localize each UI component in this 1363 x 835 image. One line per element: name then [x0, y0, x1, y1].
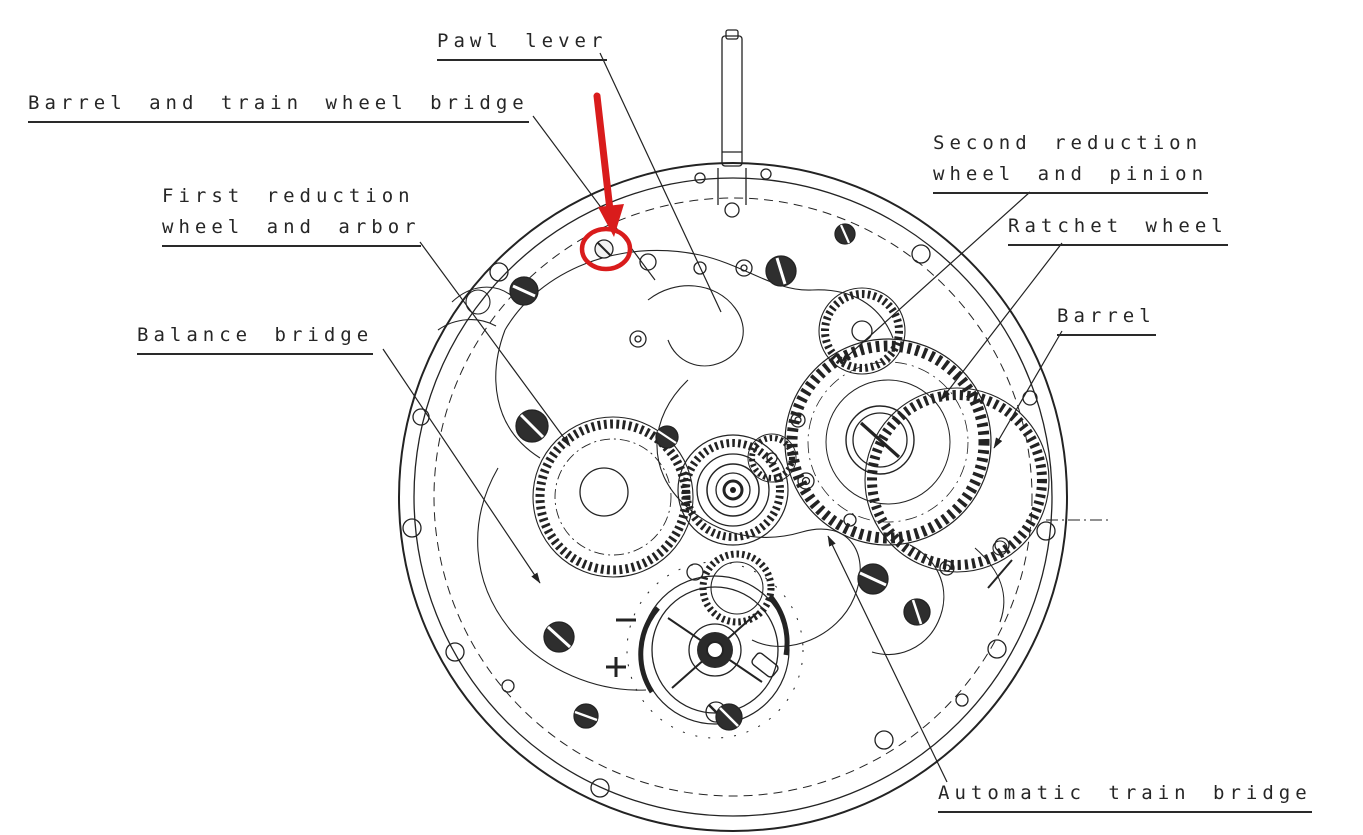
- screw: [573, 703, 599, 729]
- leader-pawl-lever: [599, 52, 722, 313]
- label-text: Automatic train bridge: [938, 778, 1312, 813]
- screw: [857, 563, 889, 595]
- label-text: Balance bridge: [137, 320, 374, 355]
- keyless-works: [437, 286, 513, 331]
- screws: [509, 223, 931, 731]
- leader-barrel-train-bridge: [532, 115, 656, 281]
- leader-ratchet-wheel: [940, 242, 1063, 401]
- screw: [765, 255, 797, 287]
- label-text: Second reduction: [933, 132, 1203, 154]
- label-text: wheel and pinion: [933, 159, 1209, 194]
- case-outline: [398, 162, 1068, 832]
- red-highlight-circle: [579, 226, 633, 272]
- red-arrow-head: [598, 204, 624, 237]
- leader-lines: [382, 52, 1063, 783]
- screw: [509, 276, 539, 306]
- leader-second-reduction: [840, 191, 1031, 363]
- label-pawl-lever: Pawl lever: [437, 26, 608, 61]
- leader-first-reduction: [419, 241, 571, 447]
- screw: [903, 598, 931, 626]
- barrel-gear: [864, 387, 1050, 573]
- second-reduction-wheel: [818, 287, 906, 375]
- label-balance-bridge: Balance bridge: [137, 320, 374, 355]
- label-second-reduction-wheel-and-pinion: Second reduction wheel and pinion: [933, 128, 1209, 194]
- screw: [515, 409, 549, 443]
- label-ratchet-wheel: Ratchet wheel: [1008, 211, 1228, 246]
- label-text: Ratchet wheel: [1008, 211, 1228, 246]
- leader-automatic-train-bridge: [827, 535, 948, 783]
- screw: [655, 425, 679, 449]
- leader-barrel: [993, 330, 1063, 449]
- screw: [715, 703, 743, 731]
- leader-balance-bridge: [382, 348, 541, 584]
- label-first-reduction-wheel-and-arbor: First reduction wheel and arbor: [162, 181, 421, 247]
- label-text: Barrel and train wheel bridge: [28, 88, 529, 123]
- red-annotation: [579, 92, 633, 272]
- winding-stem: [694, 29, 772, 218]
- label-barrel-and-train-wheel-bridge: Barrel and train wheel bridge: [28, 88, 529, 123]
- label-text: Pawl lever: [437, 26, 608, 61]
- center-wheel: [677, 434, 789, 546]
- label-text: wheel and arbor: [162, 212, 421, 247]
- balance-wheel: [606, 561, 804, 739]
- red-arrow-shaft: [593, 92, 614, 214]
- pawl-lever-screw: [594, 239, 614, 259]
- intermediate-wheel: [747, 433, 797, 483]
- label-automatic-train-bridge: Automatic train bridge: [938, 778, 1312, 813]
- screw: [834, 223, 856, 245]
- label-text: Barrel: [1057, 301, 1156, 336]
- jewels: [629, 253, 1010, 576]
- label-text: First reduction: [162, 185, 415, 207]
- screw: [543, 621, 575, 653]
- label-barrel: Barrel: [1057, 301, 1156, 336]
- case-screw-holes: [402, 244, 1056, 798]
- ratchet-wheel-gear: [784, 338, 992, 546]
